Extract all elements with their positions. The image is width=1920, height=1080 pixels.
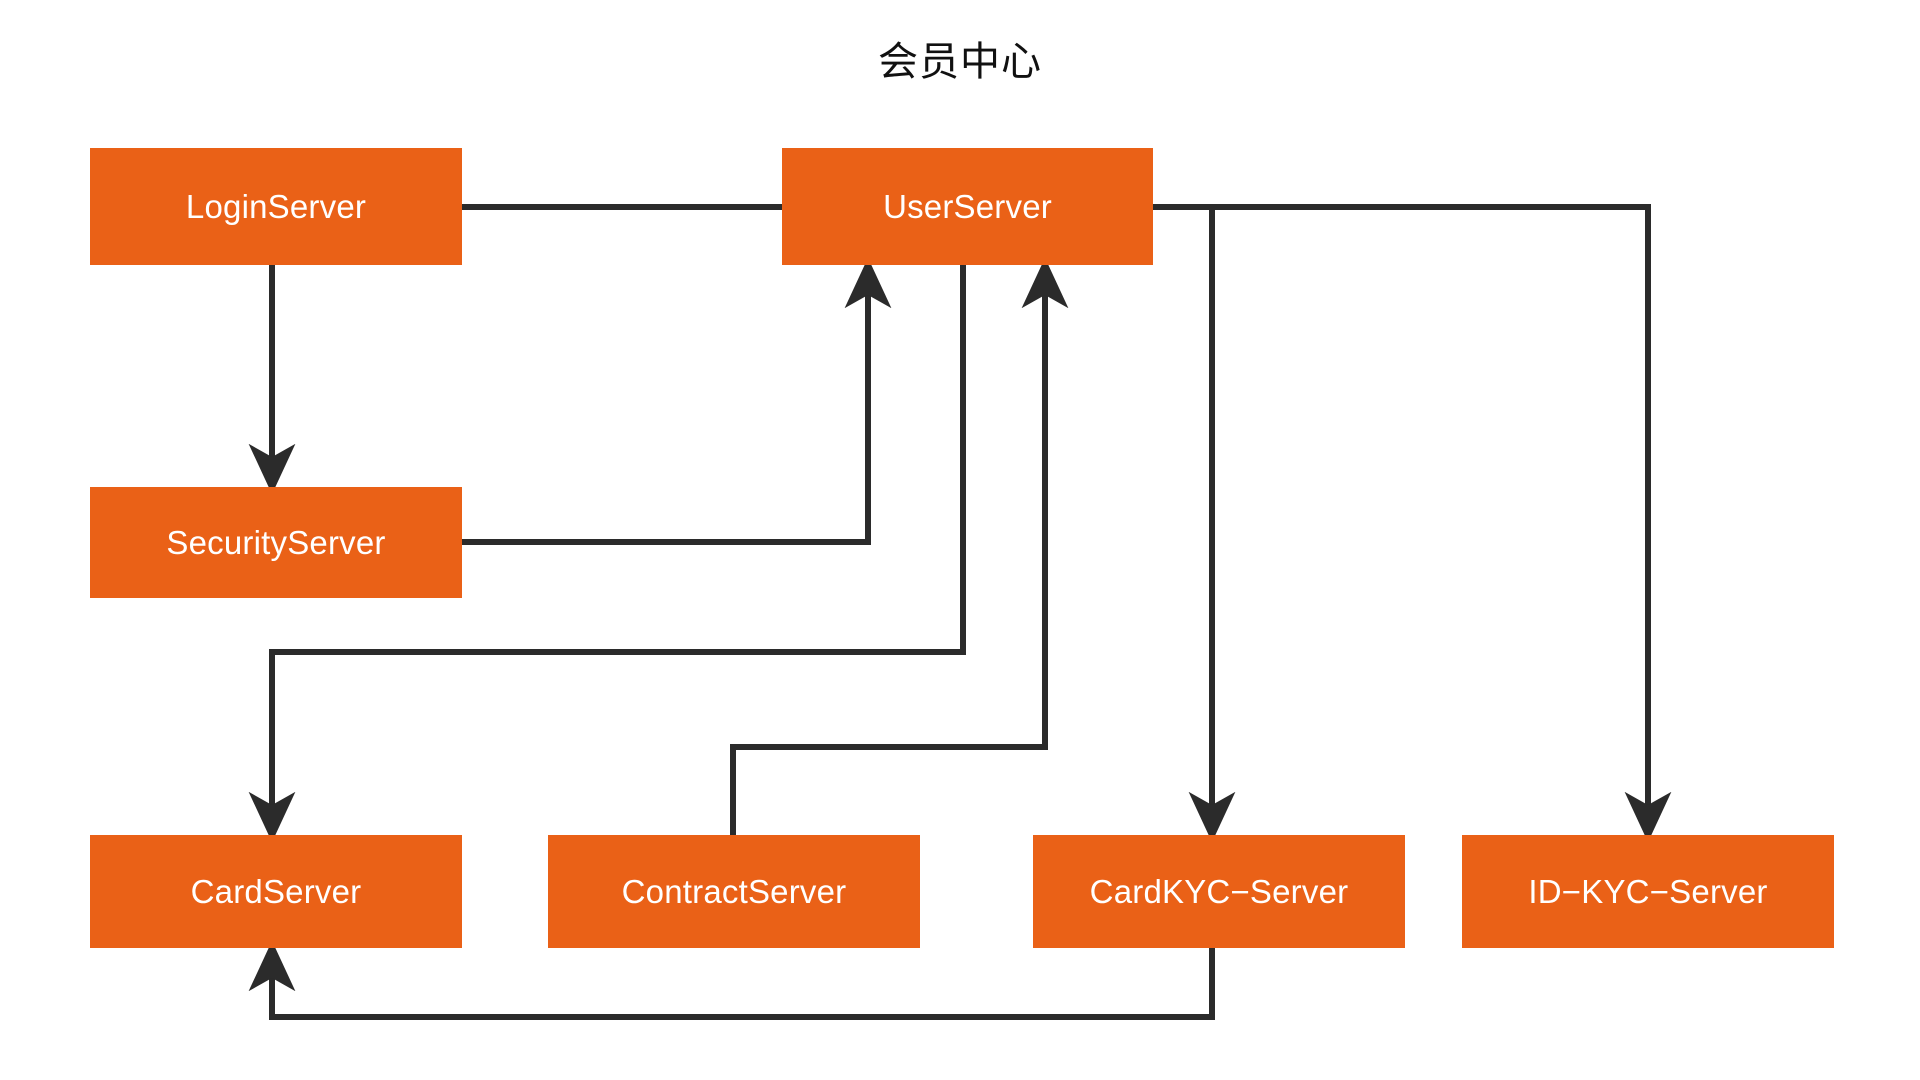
node-label: CardKYC−Server	[1089, 872, 1349, 910]
node-contract[interactable]: ContractServer	[548, 835, 920, 948]
node-security[interactable]: SecurityServer	[90, 487, 462, 598]
edge-user-to-card	[248, 265, 966, 843]
node-login[interactable]: LoginServer	[90, 148, 462, 265]
edge-security-to-user	[462, 257, 892, 545]
edge-cardkyc-to-card	[248, 940, 1215, 1020]
node-card[interactable]: CardServer	[90, 835, 462, 948]
node-label: LoginServer	[185, 187, 367, 225]
node-user[interactable]: UserServer	[782, 148, 1153, 265]
node-label: CardServer	[190, 872, 362, 910]
node-label: UserServer	[883, 187, 1052, 225]
node-label: ContractServer	[621, 872, 847, 910]
node-label: ID−KYC−Server	[1528, 872, 1768, 910]
node-label: SecurityServer	[166, 523, 386, 561]
edge-contract-to-user	[730, 257, 1069, 835]
node-idkyc[interactable]: ID−KYC−Server	[1462, 835, 1834, 948]
edge-user-to-idkyc	[1212, 204, 1672, 843]
node-cardkyc[interactable]: CardKYC−Server	[1033, 835, 1405, 948]
page-title: 会员中心	[878, 40, 1042, 84]
